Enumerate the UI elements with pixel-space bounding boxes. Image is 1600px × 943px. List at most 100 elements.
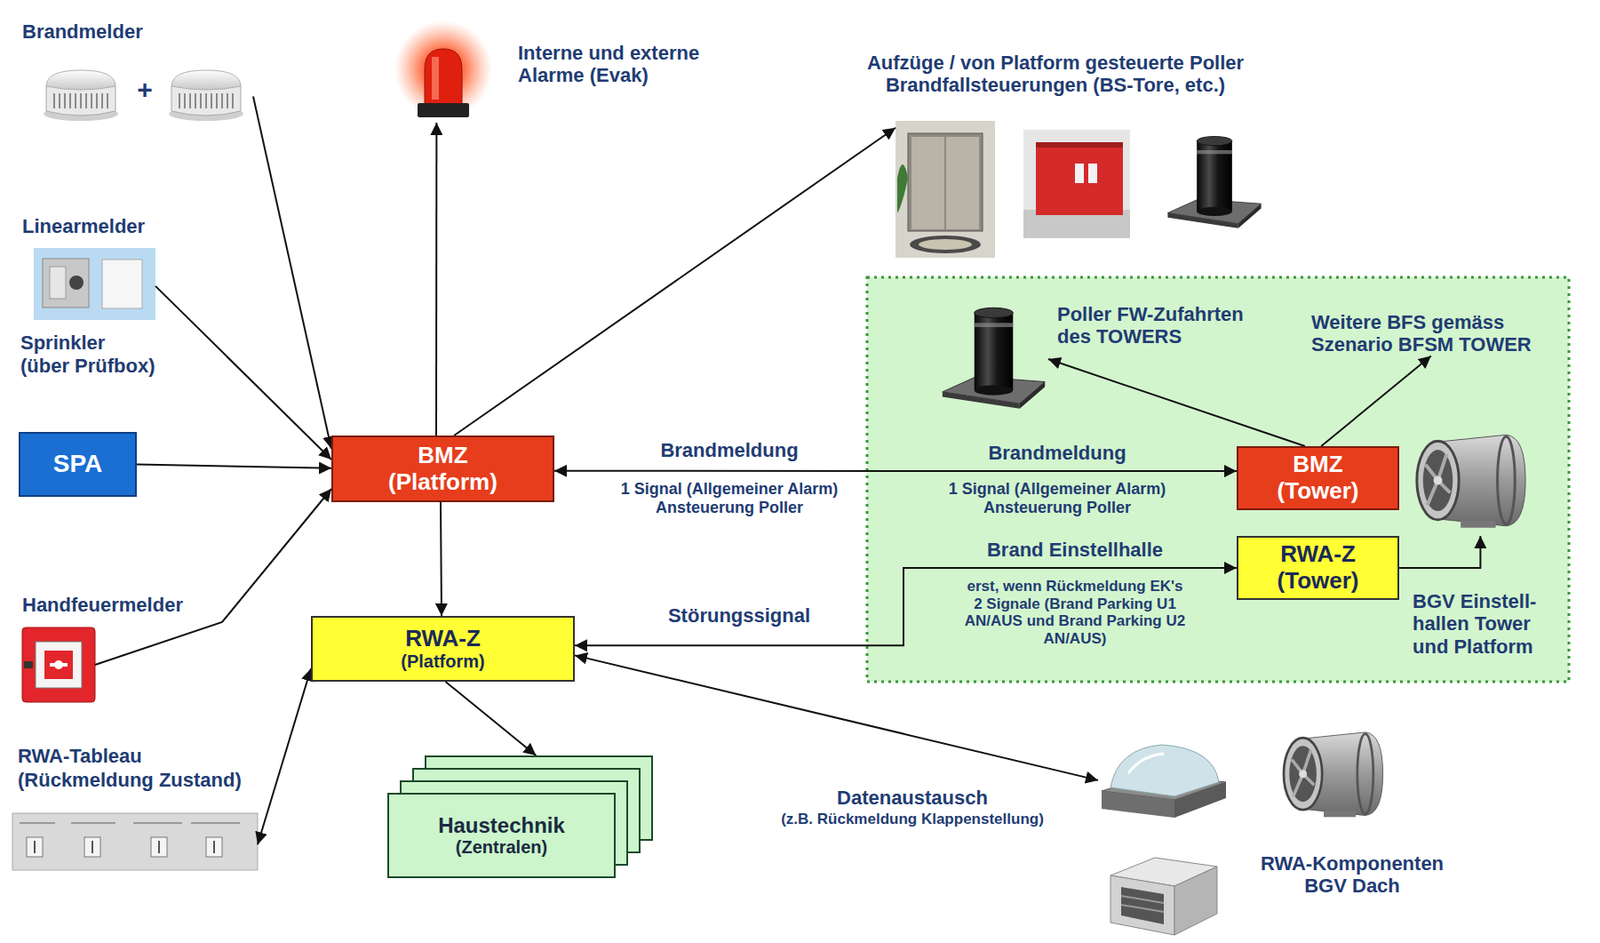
connector (1399, 535, 1481, 568)
node-text: Poller FW-Zufahrten des TOWERS (1057, 302, 1275, 349)
node-text: Brandmelder (22, 20, 144, 43)
process-box: RWA-Z(Tower) (1236, 535, 1400, 600)
node-text: Weitere BFS gemäss Szenario BFSM TOWER (1311, 310, 1556, 357)
damper-icon (1110, 857, 1218, 935)
node-text: (Zentralen) (455, 836, 548, 858)
tableau-panel-icon (12, 812, 258, 870)
connector (257, 668, 311, 844)
connector (155, 286, 332, 460)
node-text: BMZ (417, 442, 468, 470)
fire-door-icon (1023, 129, 1131, 239)
edge-label: Brandmeldung (660, 438, 798, 462)
node-text: RWA-Tableau (17, 744, 143, 767)
connector (253, 96, 332, 450)
elevator-icon-part (895, 120, 996, 258)
edge-label: Störungssignal (668, 604, 811, 627)
elevator-icon-part (918, 238, 972, 250)
node-text: (über Prüfbox) (20, 354, 156, 377)
connector (440, 501, 442, 616)
signal-note: 1 Signal (Allgemeiner Alarm) Ansteuerung… (603, 479, 857, 517)
connector (95, 488, 332, 665)
text-node: Weitere BFS gemäss Szenario BFSM TOWER (1311, 310, 1556, 357)
bollard-icons (942, 135, 1262, 408)
node-text: RWA-Z (405, 625, 481, 653)
signal-note: 1 Signal (Allgemeiner Alarm) Ansteuerung… (931, 479, 1185, 517)
damper-icon-part (1174, 866, 1218, 935)
node-text: (Rückmeldung Zustand) (17, 768, 242, 791)
linear-detector-icon-part (42, 258, 89, 308)
connector (435, 122, 438, 436)
elevator-icon-part (907, 133, 983, 231)
edge-label: Datenaustausch (836, 786, 988, 809)
manual-call-point-icon (22, 627, 96, 702)
fire-door-icon-part (1035, 142, 1123, 215)
node-text: Interne und externe Alarme (Evak) (517, 41, 745, 88)
process-box: SPA (18, 431, 137, 497)
elevator-icon-part (946, 136, 980, 230)
bollard-icons-part (1167, 135, 1261, 228)
manual-call-point-icon-part (23, 660, 33, 669)
smoke-detector-icons (43, 70, 244, 121)
manual-call-point-icon-part (22, 627, 96, 702)
linear-detector-icon-part (49, 266, 66, 299)
connector (136, 464, 332, 469)
connector (1048, 358, 1306, 446)
roof-hatch-icon (1101, 744, 1226, 818)
linear-detector-icon-part (69, 275, 84, 290)
smoke-detector-icons-part (43, 70, 119, 121)
icon-node: RWA-Komponenten BGV Dach (1098, 721, 1391, 939)
fire-door-icon-part (1074, 163, 1084, 184)
node-text: Linearmelder (22, 214, 145, 238)
linear-detector-icon (33, 247, 156, 320)
connector (574, 654, 1099, 781)
node-text: BMZ (1292, 451, 1343, 478)
signal-note: + (136, 74, 153, 106)
node-text: BGV Einstell- hallen Tower und Platform (1412, 589, 1555, 658)
fire-door-icon-part (1035, 142, 1123, 148)
elevator-icon-part (897, 164, 908, 214)
elevator-icon (895, 120, 996, 258)
roof-hatch-icon-part (1128, 753, 1164, 773)
linear-detector-icon-part (33, 247, 156, 320)
tableau-panel-icon-part (12, 812, 258, 870)
icon-node: RWA-Tableau(Rückmeldung Zustand) (12, 812, 258, 870)
tableau-panel-icon-part (34, 840, 215, 853)
fire-door-icon-part (1023, 129, 1131, 239)
fire-door-icon-part (1088, 163, 1098, 184)
damper-icon-part (1110, 875, 1175, 935)
node-text: Aufzüge / von Platform gesteuerte Poller… (824, 51, 1287, 97)
node-text: (Tower) (1277, 477, 1360, 505)
smoke-detector-icons-part (168, 70, 244, 121)
signal-note: erst, wenn Rückmeldung EK's 2 Signale (B… (963, 577, 1188, 647)
icon-node: Handfeuermelder (22, 627, 96, 702)
signal-note: (z.B. Rückmeldung Klappenstellung) (780, 810, 1044, 828)
tableau-panel-icon-part (19, 821, 240, 824)
node-text: RWA-Komponenten BGV Dach (1245, 851, 1459, 898)
connector (453, 127, 896, 436)
icon-node: Interne und externe Alarme (Evak) (392, 25, 495, 123)
node-text: Haustechnik (437, 812, 566, 838)
damper-icon-part (1121, 886, 1164, 924)
connector (445, 681, 537, 756)
linear-detector-icon-part (102, 259, 143, 309)
icon-node: BGV Einstell- hallen Tower und Platform (1408, 428, 1531, 536)
node-text: Sprinkler (20, 331, 105, 354)
connector (1321, 356, 1432, 446)
process-box: RWA-Z(Platform) (310, 615, 575, 682)
tower-region-part (867, 277, 1569, 682)
icon-node: Aufzüge / von Platform gesteuerte Poller… (895, 120, 1274, 258)
fan-icons-part (1416, 434, 1526, 527)
manual-call-point-icon-part (35, 641, 82, 688)
manual-call-point-icon-part (44, 650, 73, 679)
node-text: RWA-Z (1280, 541, 1356, 568)
bollard-icons-part (942, 307, 1045, 409)
alarm-beacon-icon-part (394, 20, 493, 119)
node-text: SPA (53, 449, 104, 478)
signal-note: Brand Einstellhalle (987, 538, 1163, 561)
fan-icons-part (1283, 732, 1384, 817)
node-text: (Platform) (388, 469, 498, 496)
elevator-icon-part (909, 235, 981, 254)
node-text: Handfeuermelder (22, 593, 184, 616)
stacked-box: Haustechnik(Zentralen) (387, 755, 653, 878)
